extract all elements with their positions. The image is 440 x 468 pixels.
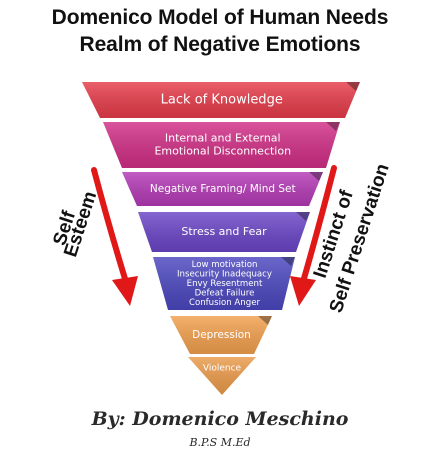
level-feelings-text-1: Low motivation: [192, 260, 258, 270]
level-feelings-text-4: Defeat Failure: [195, 288, 255, 298]
level-stress-text-1: Stress and Fear: [181, 225, 267, 238]
level-disconnect-text-2: Emotional Disconnection: [154, 145, 291, 158]
level-lack: Lack of Knowledge: [82, 82, 360, 118]
byline-author: By: Domenico Meschino: [91, 408, 349, 430]
level-depression: Depression: [170, 316, 272, 354]
byline-credentials: B.P.S M.Ed: [189, 436, 251, 449]
title-line-1: Domenico Model of Human Needs: [51, 6, 389, 29]
level-feelings-text-3: Envy Resentment: [187, 279, 263, 289]
level-lack-text-1: Lack of Knowledge: [161, 93, 283, 108]
title-line-2: Realm of Negative Emotions: [79, 33, 361, 56]
level-disconnect-text-1: Internal and External: [165, 132, 281, 145]
left-down-arrow-head: [112, 276, 138, 306]
level-stress: Stress and Fear: [138, 212, 310, 252]
right-down-arrow: [300, 165, 337, 285]
level-feelings-text-5: Confusion Anger: [189, 298, 261, 308]
level-violence-text-1: Violence: [203, 364, 242, 374]
level-framing: Negative Framing/ Mind Set: [122, 172, 323, 206]
level-depression-text-1: Depression: [192, 329, 251, 341]
left-down-arrow: [91, 167, 129, 285]
level-violence: Violence: [188, 357, 256, 395]
right-down-arrow-head: [290, 276, 316, 306]
level-framing-text-1: Negative Framing/ Mind Set: [150, 183, 296, 195]
level-feelings-text-2: Insecurity Inadequacy: [177, 270, 272, 280]
